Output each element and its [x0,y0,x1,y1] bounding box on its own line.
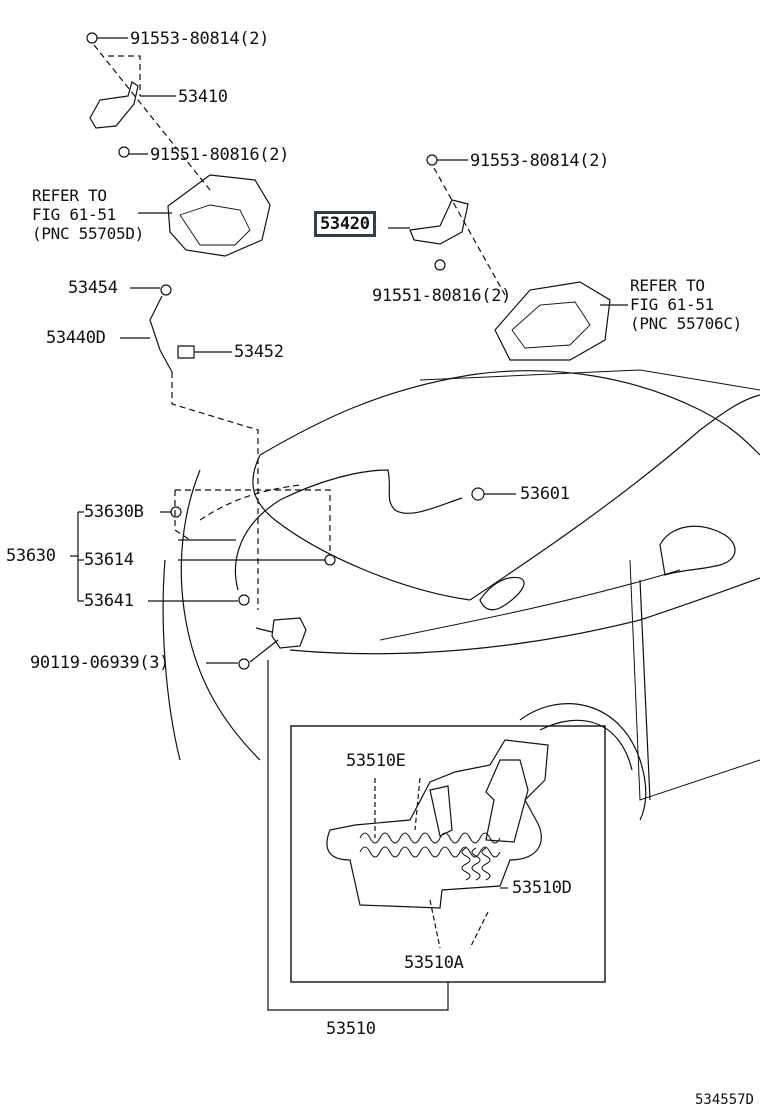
hinge-right-shape [409,199,469,245]
label-nut-right: 91551-80816(2) [372,286,512,306]
diagram-ref-number: 534557D [694,1092,754,1108]
a-pillar [469,394,760,601]
hood-front-edge [252,454,471,601]
support-rod [149,295,173,373]
clamp-641-icon [238,594,250,606]
hood-outline [259,370,760,456]
label-cable-assy: 53630 [6,546,56,566]
fender-apron-right [494,281,611,361]
wheel-arch-inner [539,719,633,771]
label-cable-sub-b: 53630B [84,502,144,522]
nut-icon-right [434,259,446,271]
label-clamp-614: 53614 [84,550,134,570]
label-latch-a: 53510A [404,953,464,973]
rod-clip-icon [177,345,195,359]
body-side-line [289,577,760,655]
label-support-rod: 53440D [46,328,106,348]
label-refer-left: REFER TO FIG 61-51 (PNC 55705D) [32,186,144,243]
bumper-outline [180,469,261,761]
label-bolt-top-right: 91553-80814(2) [470,151,610,171]
clamp-614-icon [324,554,336,566]
body-side-line-2 [379,569,681,641]
clamp-630b-icon [170,506,182,518]
lock-detail-box [290,725,606,983]
label-hinge-left: 53410 [178,87,228,107]
lever-shape [429,785,453,837]
label-cable-clamp: 53601 [520,484,570,504]
nut-icon-left [118,146,130,158]
headlamp [479,576,525,611]
spring-e-coil [359,832,501,858]
mirror [659,525,736,576]
fender-apron-left [167,174,271,257]
label-rod-holder: 53454 [68,278,118,298]
bolt-icon-right [426,154,438,166]
fender-line-2 [629,559,760,801]
hood-cable [234,469,463,591]
hook-shape [485,759,529,843]
hood-lock-icon [271,617,307,649]
label-spring-e: 53510E [346,751,406,771]
label-refer-right: REFER TO FIG 61-51 (PNC 55706C) [630,276,742,333]
lock-body-outline [326,739,549,909]
wheel-arch [519,703,647,821]
label-bolt-top-left: 91553-80814(2) [130,29,270,49]
label-clamp-641: 53641 [84,591,134,611]
spring-d-coil [461,847,491,881]
label-bolt-latch: 90119-06939(3) [30,653,170,673]
label-rod-clip: 53452 [234,342,284,362]
bolt-latch-icon [238,658,250,670]
label-nut-left: 91551-80816(2) [150,145,290,165]
label-spring-d: 53510D [512,878,572,898]
fender-line [639,579,651,801]
hinge-left-shape [89,81,139,129]
cable-clamp-icon [471,487,485,501]
rod-holder-icon [160,284,172,296]
hood-radiator-panel [199,484,301,521]
bolt-icon-left [86,32,98,44]
label-lock-assy: 53510 [326,1019,376,1039]
bumper-lower [162,559,181,761]
windshield-line [419,369,760,391]
label-hinge-right: 53420 [314,211,376,237]
